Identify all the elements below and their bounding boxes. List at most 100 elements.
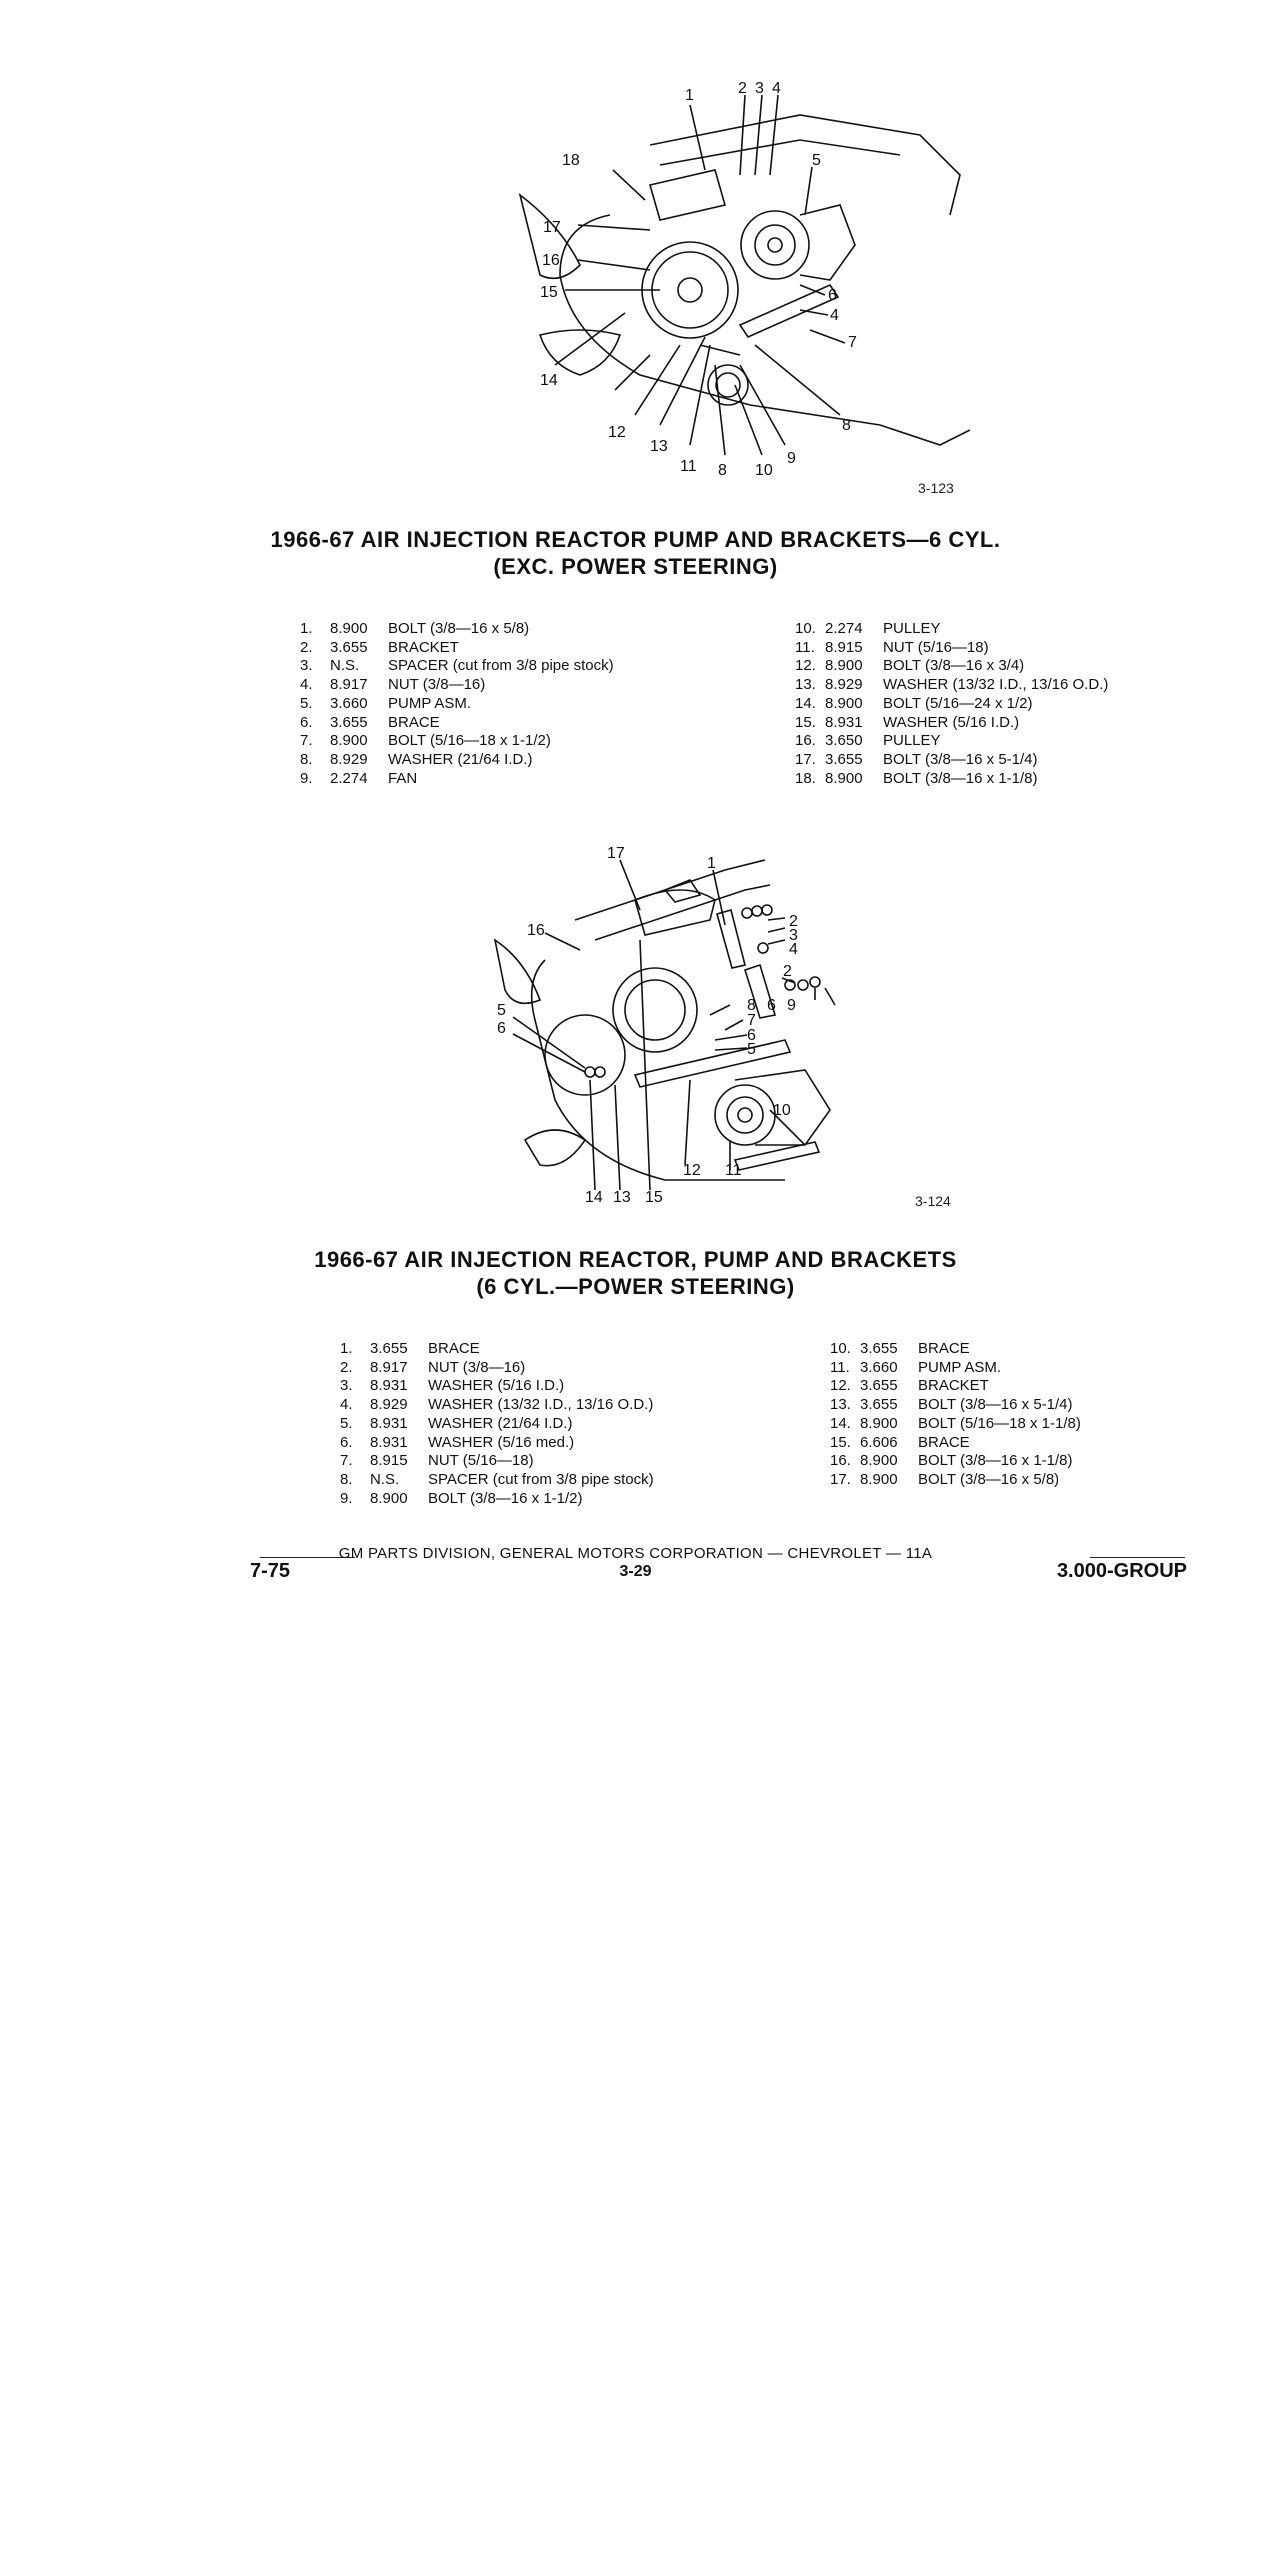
parts-list-item: 3.N.S.SPACER (cut from 3/8 pipe stock) (300, 657, 614, 676)
part-description: BOLT (3/8—16 x 1-1/2) (428, 1489, 583, 1507)
engine-pump-diagram-1: 1 2 3 4 5 6 4 7 8 9 10 8 11 13 12 14 15 … (518, 80, 970, 479)
fig1-callout-15: 15 (540, 284, 558, 301)
part-group-code: 8.931 (370, 1414, 408, 1432)
part-group-code: 8.900 (860, 1470, 898, 1488)
fig2-callout-5b: 5 (747, 1041, 756, 1058)
part-group-code: 2.274 (825, 620, 863, 637)
parts-list-item: 8.N.S.SPACER (cut from 3/8 pipe stock) (340, 1471, 654, 1490)
part-group-code: 8.915 (825, 638, 863, 656)
fig2-callout-15: 15 (645, 1189, 663, 1206)
parts-list-item: 9. 2.274 FAN (300, 770, 614, 789)
part-index: 6. (340, 1433, 353, 1451)
part-description: BOLT (5/16—24 x 1/2) (883, 694, 1033, 712)
part-group-code: 8.929 (330, 750, 368, 768)
part-group-code: 8.900 (825, 769, 863, 787)
part-group-code: 8.900 (860, 1452, 898, 1470)
part-group-code: 8.900 (825, 694, 863, 712)
part-index: 14. (795, 694, 816, 712)
part-group-code: 8.900 (330, 732, 368, 750)
footer-rule-right (1090, 1557, 1185, 1558)
part-index: 7. (300, 732, 313, 750)
part-description: BOLT (3/8—16 x 1-1/8) (918, 1452, 1073, 1470)
figure-2-caption-line1: 1966-67 AIR INJECTION REACTOR, PUMP AND … (314, 1247, 957, 1272)
fig1-callout-1: 1 (685, 87, 694, 104)
figure-1-number: 3-123 (918, 480, 954, 496)
part-group-code: 8.931 (825, 713, 863, 731)
fig1-callout-3: 3 (755, 80, 764, 97)
part-description: SPACER (cut from 3/8 pipe stock) (388, 657, 614, 675)
part-index: 16. (795, 732, 816, 750)
fig2-callout-3: 3 (789, 927, 798, 944)
part-description: FAN (388, 769, 418, 787)
part-group-code: N.S. (370, 1470, 400, 1488)
part-index: 1. (300, 620, 313, 637)
part-description: PULLEY (883, 620, 941, 637)
fig1-callout-2: 2 (738, 80, 747, 97)
part-description: PULLEY (883, 732, 941, 750)
part-group-code: 8.900 (825, 657, 863, 675)
part-index: 8. (300, 750, 313, 768)
part-description: BOLT (3/8—16 x 5-1/4) (918, 1396, 1073, 1414)
part-index: 1. (340, 1340, 353, 1357)
part-index: 2. (300, 638, 313, 656)
part-description: NUT (5/16—18) (883, 638, 989, 656)
part-group-code: 3.650 (825, 732, 863, 750)
part-group-code: 3.660 (330, 694, 368, 712)
figure-1-caption-line2: (EXC. POWER STEERING) (493, 554, 778, 579)
figure-3-123-illustration: 1 2 3 4 5 6 4 7 8 9 10 8 11 13 12 14 15 … (500, 75, 970, 495)
part-group-code: 8.917 (330, 676, 368, 694)
fig1-callout-4: 4 (772, 80, 781, 97)
fig1-callout-13: 13 (650, 438, 668, 455)
fig2-callout-6: 6 (497, 1020, 506, 1037)
part-index: 7. (340, 1452, 353, 1470)
part-description: BRACE (918, 1433, 970, 1451)
part-index: 3. (340, 1377, 353, 1395)
part-description: PUMP ASM. (918, 1358, 1002, 1376)
footer-group: 3.000-GROUP (1056, 1560, 1187, 1582)
part-description: WASHER (13/32 I.D., 13/16 O.D.) (883, 676, 1109, 694)
part-index: 3. (300, 657, 313, 675)
part-description: BOLT (3/8—16 x 5/8) (918, 1470, 1060, 1488)
part-group-code: 3.655 (330, 638, 368, 656)
fig2-callout-2b: 2 (783, 963, 792, 980)
part-description: WASHER (5/16 I.D.) (428, 1377, 565, 1395)
fig2-callout-7: 7 (747, 1012, 756, 1029)
part-index: 9. (300, 769, 313, 787)
part-description: WASHER (21/64 I.D.) (388, 750, 533, 768)
part-description: BOLT (3/8—16 x 5/8) (388, 620, 530, 637)
part-index: 13. (830, 1396, 851, 1414)
part-description: BRACE (918, 1340, 970, 1357)
part-group-code: 2.274 (330, 769, 368, 787)
part-index: 15. (830, 1433, 851, 1451)
fig1-callout-8: 8 (842, 417, 851, 434)
part-index: 12. (830, 1377, 851, 1395)
part-description: NUT (3/8—16) (428, 1358, 526, 1376)
part-group-code: 8.929 (825, 676, 863, 694)
part-group-code: 3.655 (330, 713, 368, 731)
parts-list-item: 16. 8.900 BOLT (3/8—16 x 1-1/8) (830, 1452, 1081, 1471)
fig1-callout-5: 5 (812, 152, 821, 169)
part-group-code: 8.900 (860, 1414, 898, 1432)
part-index: 16. (830, 1452, 851, 1470)
part-description: BOLT (3/8—16 x 1-1/8) (883, 769, 1038, 787)
footer-date: 7-75 (250, 1560, 291, 1582)
parts-list-item: 14. 8.900 BOLT (5/16—24 x 1/2) (795, 695, 1108, 714)
part-group-code: 3.655 (860, 1340, 898, 1357)
footer-page-number: 3-29 (619, 1563, 652, 1580)
part-index: 10. (795, 620, 816, 637)
part-description: NUT (3/8—16) (388, 676, 486, 694)
fig2-callout-1: 1 (707, 855, 716, 872)
